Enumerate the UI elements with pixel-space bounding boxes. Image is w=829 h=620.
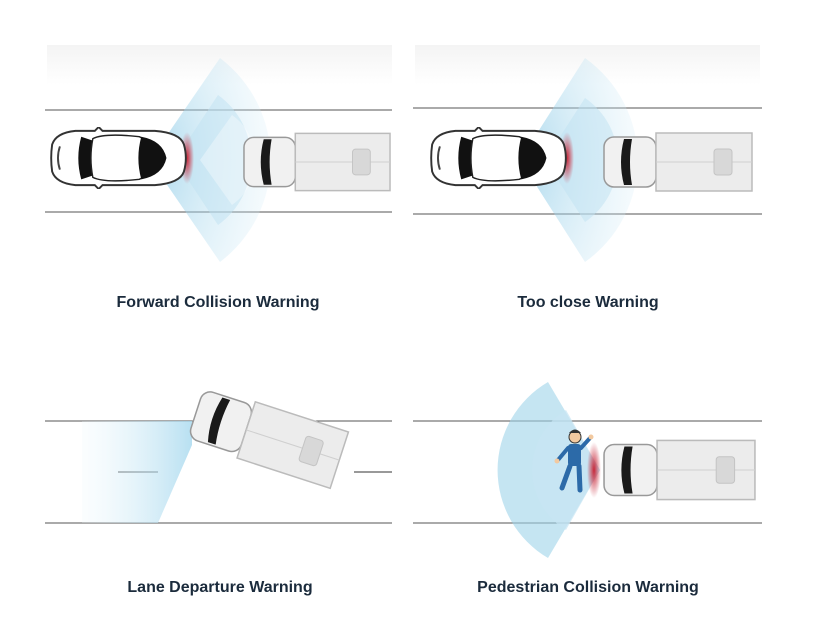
sensor-beam-icon (82, 421, 192, 523)
panel-too-close (413, 45, 762, 262)
panel-pedestrian-collision (413, 382, 762, 558)
truck-icon (603, 439, 756, 501)
panel-title: Pedestrian Collision Warning (477, 579, 699, 596)
panel-title: Forward Collision Warning (116, 294, 320, 311)
truck-icon (185, 384, 350, 490)
panel-title: Lane Departure Warning (127, 579, 313, 596)
panel-title: Too close Warning (517, 294, 659, 311)
truck-icon (243, 132, 391, 192)
pedestrian-icon (554, 429, 594, 493)
alert-glow (587, 442, 601, 498)
car-icon (430, 127, 567, 189)
truck-icon (603, 132, 753, 192)
panel-lane-departure (45, 384, 392, 524)
car-icon (50, 127, 187, 189)
panel-forward-collision (45, 45, 392, 262)
